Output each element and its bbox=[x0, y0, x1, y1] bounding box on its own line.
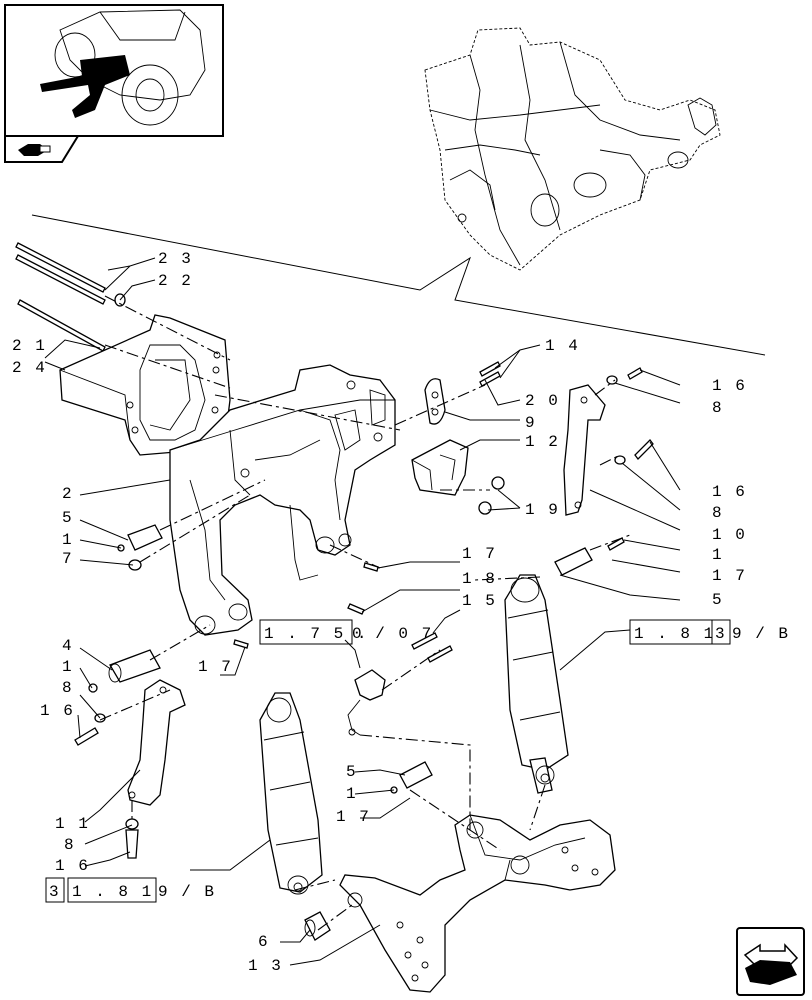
callout-4: 4 bbox=[62, 637, 74, 655]
callout-16b: 1 6 bbox=[712, 483, 747, 501]
ref-1-75-0-07[interactable]: 1 . 7 5 . 0 / 0 7 bbox=[259, 619, 433, 645]
frame-2 bbox=[169, 364, 396, 636]
ref-1-75-box: 1 . 7 5 . bbox=[264, 625, 368, 643]
callout-8c: 8 bbox=[62, 679, 74, 697]
fasteners-upper-right bbox=[606, 367, 654, 465]
pin-5-left bbox=[117, 524, 163, 571]
fasteners-left bbox=[74, 713, 139, 859]
callout-5a: 5 bbox=[712, 591, 724, 609]
ref-right-box2: 3 bbox=[715, 625, 727, 643]
callout-17d: 1 7 bbox=[336, 808, 371, 826]
pin-5-right bbox=[554, 537, 625, 576]
bolts-14 bbox=[479, 361, 501, 387]
callout-5b: 5 bbox=[62, 509, 74, 527]
callout-22: 2 2 bbox=[158, 272, 193, 290]
callout-12: 1 2 bbox=[525, 433, 560, 451]
section-tab-icon[interactable] bbox=[4, 135, 80, 163]
ref-right-suffix: 9 / B bbox=[732, 625, 790, 643]
cylinder-right bbox=[504, 574, 569, 794]
stud-rods bbox=[15, 242, 106, 352]
leader-lines bbox=[44, 257, 681, 966]
callout-1b: 1 bbox=[62, 531, 74, 549]
callout-6: 6 bbox=[258, 933, 270, 951]
callout-16c: 1 6 bbox=[40, 702, 75, 720]
ref-left-box1: 3 bbox=[49, 883, 61, 901]
callout-15: 1 5 bbox=[462, 592, 497, 610]
callout-1d: 1 bbox=[346, 785, 358, 803]
guard-plate-10 bbox=[563, 384, 606, 516]
callout-1a: 1 bbox=[712, 546, 724, 564]
lower-link-13 bbox=[339, 814, 616, 993]
tractor-thumbnail-icon[interactable] bbox=[4, 4, 224, 137]
callout-2: 2 bbox=[62, 485, 74, 503]
callout-18: 1 8 bbox=[462, 570, 497, 588]
ref-3-1-81-left[interactable]: 3 1 . 8 1 9 / B bbox=[45, 877, 216, 903]
assembly-overview bbox=[424, 27, 721, 271]
ref-1-75-suffix: 0 / 0 7 bbox=[352, 625, 433, 643]
callout-8b: 8 bbox=[712, 504, 724, 522]
callout-5c: 5 bbox=[346, 763, 358, 781]
callout-14: 1 4 bbox=[545, 337, 580, 355]
callout-13: 1 3 bbox=[248, 957, 283, 975]
callout-8a: 8 bbox=[712, 399, 724, 417]
callout-8d: 8 bbox=[64, 836, 76, 854]
callout-17b: 1 7 bbox=[462, 545, 497, 563]
pins-17-18 bbox=[233, 562, 379, 649]
pin-4 bbox=[88, 649, 161, 693]
ref-left-box2: 1 . 8 1 bbox=[72, 883, 153, 901]
callout-9a: 9 bbox=[525, 414, 537, 432]
ref-1-81-3-right[interactable]: 1 . 8 1 3 9 / B bbox=[629, 619, 790, 645]
assembly-lines bbox=[99, 295, 631, 931]
callout-17c: 1 7 bbox=[198, 658, 233, 676]
callout-11: 1 1 bbox=[55, 815, 90, 833]
callout-23: 2 3 bbox=[158, 250, 193, 268]
bracket-12 bbox=[411, 439, 469, 496]
pin-5-middle bbox=[390, 761, 433, 794]
callout-21: 2 1 bbox=[12, 337, 47, 355]
ref-right-box1: 1 . 8 1 bbox=[634, 625, 715, 643]
sensor-link bbox=[347, 632, 453, 736]
callout-16d: 1 6 bbox=[55, 857, 90, 875]
guard-plate-11 bbox=[127, 679, 186, 806]
ref-left-suffix: 9 / B bbox=[158, 883, 216, 901]
callout-17a: 1 7 bbox=[712, 567, 747, 585]
callout-16a: 1 6 bbox=[712, 377, 747, 395]
callout-24: 2 4 bbox=[12, 359, 47, 377]
cylinder-left bbox=[259, 692, 323, 895]
plate-20 bbox=[424, 378, 446, 425]
overview-divider-line bbox=[31, 214, 766, 356]
callout-10: 1 0 bbox=[712, 526, 747, 544]
callout-20: 2 0 bbox=[525, 392, 560, 410]
bracket-24 bbox=[59, 314, 231, 456]
callout-7: 7 bbox=[62, 550, 74, 568]
bolts-19 bbox=[478, 476, 505, 515]
callout-19: 1 9 bbox=[525, 501, 560, 519]
bushing-6 bbox=[304, 911, 331, 941]
next-page-arrow-icon[interactable] bbox=[736, 927, 805, 996]
callout-1c: 1 bbox=[62, 658, 74, 676]
callout-labels: 2 3 2 2 2 1 2 4 1 4 2 0 9 1 2 1 9 1 6 8 … bbox=[12, 250, 747, 975]
